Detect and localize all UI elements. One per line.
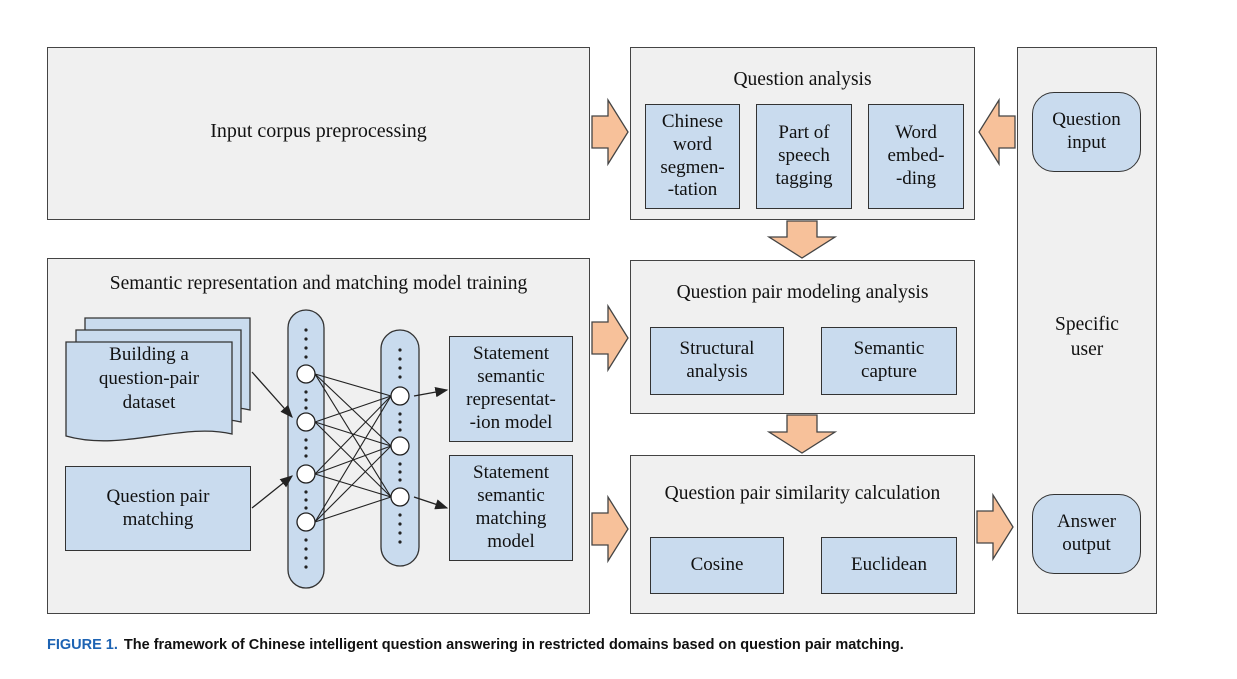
arrow-modeling-to-similarity xyxy=(766,414,838,454)
specific-user-label: Specific user xyxy=(1055,314,1119,361)
figure-label: FIGURE 1. xyxy=(47,637,118,653)
dataset-label: Building a question-pair dataset xyxy=(98,344,200,413)
word-segmentation-box: Chinese word segmen- -tation xyxy=(645,104,740,209)
arrow-nn-to-rep-model xyxy=(413,386,449,398)
structural-analysis-box: Structural analysis xyxy=(650,327,784,395)
word-embedding-box: Word embed- -ding xyxy=(868,104,964,209)
matching-model-box: Statement semantic matching model xyxy=(449,455,573,561)
arrow-training-to-similarity xyxy=(591,494,629,564)
similarity-title: Question pair similarity calculation xyxy=(664,483,941,504)
euclidean-box: Euclidean xyxy=(821,537,957,594)
nn-connections xyxy=(314,373,392,523)
arrow-nn-to-match-model xyxy=(413,496,449,510)
question-input-box: Question input xyxy=(1032,92,1141,172)
nn-nodes xyxy=(296,364,410,532)
arrow-matching-to-nn xyxy=(251,475,294,509)
dataset-document-stack xyxy=(65,317,251,442)
pos-tagging-box: Part of speech tagging xyxy=(756,104,852,209)
arrow-dataset-to-nn xyxy=(251,371,293,418)
question-analysis-title: Question analysis xyxy=(733,69,872,90)
arrow-analysis-to-modeling xyxy=(766,220,838,259)
figure-caption-text: The framework of Chinese intelligent que… xyxy=(123,637,904,653)
arrow-preprocess-to-analysis xyxy=(591,97,629,167)
representation-model-box: Statement semantic representat- -ion mod… xyxy=(449,336,573,442)
arrow-input-to-analysis xyxy=(978,97,1016,167)
modeling-title: Question pair modeling analysis xyxy=(676,282,929,303)
preprocessing-panel xyxy=(47,47,590,220)
question-pair-matching-box: Question pair matching xyxy=(65,466,251,551)
arrow-training-to-modeling xyxy=(591,303,629,373)
figure-caption: FIGURE 1. The framework of Chinese intell… xyxy=(47,637,904,653)
cosine-box: Cosine xyxy=(650,537,784,594)
semantic-capture-box: Semantic capture xyxy=(821,327,957,395)
nn-dots xyxy=(304,328,402,569)
answer-output-box: Answer output xyxy=(1032,494,1141,574)
arrow-similarity-to-output xyxy=(976,492,1014,562)
preprocessing-title: Input corpus preprocessing xyxy=(210,120,427,142)
training-title: Semantic representation and matching mod… xyxy=(109,273,528,294)
